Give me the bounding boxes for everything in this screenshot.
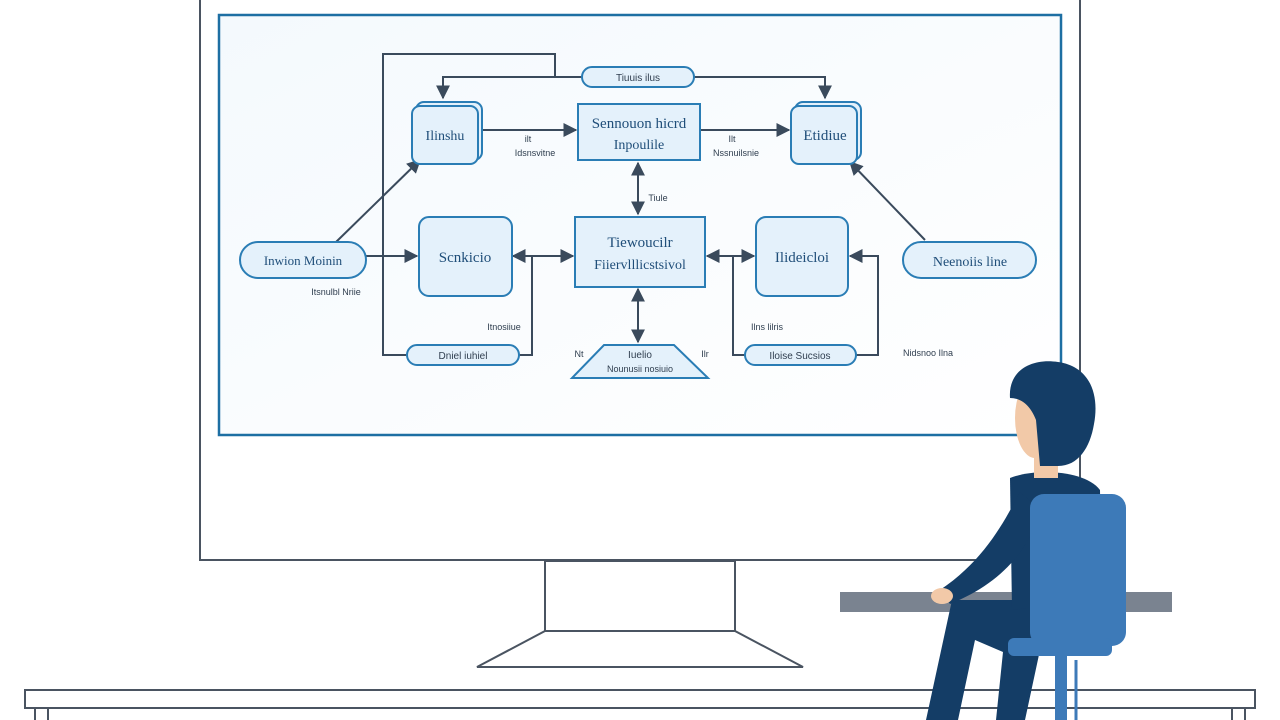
edge-label-top-left-b: Idsnsvitne: [515, 148, 556, 158]
edge-label-top-right-a: Ilt: [728, 134, 736, 144]
node-mid-far-left: Inwion Moinin: [239, 241, 367, 279]
edge-farleft-to-topleft: [334, 159, 422, 244]
person-hair: [1009, 361, 1096, 466]
node-mid-center: Tiewoucilr Fiiervlllicstsivol: [574, 216, 706, 288]
chair-post: [1055, 656, 1067, 720]
person-hand: [931, 588, 953, 604]
node-top-label-text: Tiuuis ilus: [616, 73, 660, 84]
node-mid-center-line2: Fiiervlllicstsivol: [594, 258, 686, 273]
node-top-label: Tiuuis ilus: [581, 66, 695, 88]
person-legs: [926, 600, 1040, 720]
chair: [1008, 494, 1126, 720]
edge-label-bottom-center-right: Ilr: [701, 349, 709, 359]
node-bottom-right-text: Iloise Sucsios: [769, 351, 830, 362]
node-mid-left-text: Scnkicio: [439, 250, 492, 266]
connectors: [334, 53, 926, 356]
edge-label-bottom-center-left: Nt: [575, 349, 584, 359]
node-top-right: Etidiue: [790, 101, 862, 165]
monitor-neck: [544, 560, 736, 632]
monitor: [199, 0, 1081, 668]
edge-label-bottom-right-outer: Nidsnoo Ilna: [903, 348, 953, 358]
person-arm: [940, 492, 1040, 604]
node-bottom-center-sub: Nounusii nosiuio: [607, 364, 673, 374]
edge-toplabel-to-topleft: [436, 76, 582, 100]
node-bottom-right: Iloise Sucsios: [744, 344, 857, 366]
node-bottom-center: Iuelio Nounusii nosiuio: [569, 344, 711, 379]
node-bottom-left-text: Dniel iuhiel: [439, 351, 488, 362]
edge-top-loop-left: [382, 53, 556, 356]
node-mid-far-right: Neenoiis line: [902, 241, 1037, 279]
node-mid-right: Ilideicloi: [755, 216, 849, 297]
node-mid-center-line1: Tiewoucilr: [607, 235, 672, 251]
node-mid-left: Scnkicio: [418, 216, 513, 297]
chair-seat: [1008, 638, 1112, 656]
node-mid-far-left-text: Inwion Moinin: [264, 253, 343, 268]
edge-label-bottom-left-above: Itnosiiue: [487, 322, 521, 332]
node-top-left-text: Ilinshu: [426, 129, 465, 144]
flowchart: Tiuuis ilus Ilinshu Sennouon hicrd Inpou…: [239, 53, 1037, 379]
front-desk: [24, 689, 1256, 720]
chair-back: [1030, 494, 1126, 646]
edge-farright-to-topright: [849, 160, 926, 241]
edge-label-far-left-under: Itsnulbl Nriie: [311, 287, 361, 297]
edge-label-top-right-b: Nssnuilsnie: [713, 148, 759, 158]
node-mid-far-right-text: Neenoiis line: [933, 255, 1007, 270]
edge-right-branch-down: [732, 256, 745, 356]
node-top-left: Ilinshu: [411, 101, 483, 165]
node-bottom-center-text: Iuelio: [628, 350, 652, 361]
edge-left-branch-down: [519, 256, 533, 356]
node-top-center: Sennouon hicrd Inpoulile: [577, 103, 701, 161]
node-top-center-line1: Sennouon hicrd: [592, 116, 687, 132]
edge-toplabel-to-topright: [694, 76, 832, 100]
edge-label-top-left-a: ilt: [525, 134, 532, 144]
node-bottom-left: Dniel iuhiel: [406, 344, 520, 366]
node-top-center-line2: Inpoulile: [614, 138, 665, 153]
node-mid-right-text: Ilideicloi: [775, 250, 829, 266]
edge-label-bottom-right-above: Ilns lilris: [751, 322, 784, 332]
monitor-base: [476, 630, 804, 668]
node-top-right-text: Etidiue: [803, 128, 847, 144]
edge-label-vertical-top: Tiule: [648, 193, 667, 203]
edge-right-outer-loop: [848, 249, 879, 356]
edge-labels: ilt Idsnsvitne Ilt Nssnuilsnie Tiule Its…: [311, 134, 953, 359]
